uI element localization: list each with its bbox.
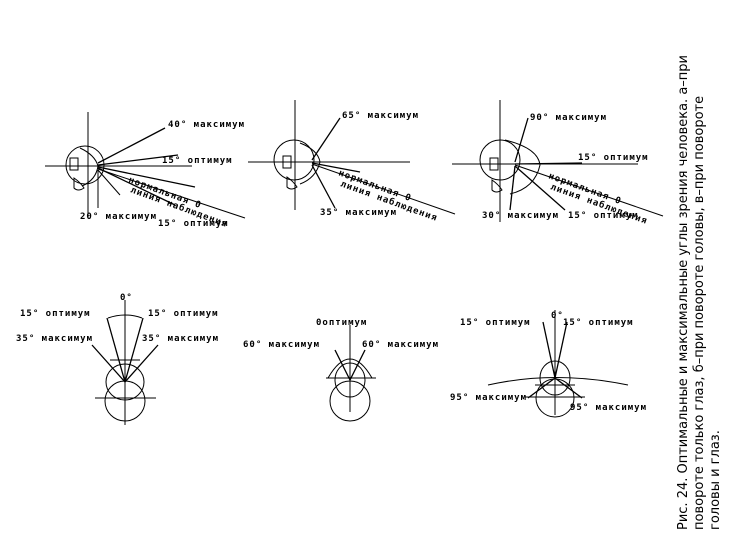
- caption-line-1: Рис. 24. Оптимальные и максимальные углы…: [676, 55, 691, 530]
- top-view-head-turn: 0оптимум 60° максимум 60° максимум: [243, 318, 439, 422]
- right-max-label: 35° максимум: [142, 334, 219, 344]
- top-view-head-and-eyes: 0° 15° оптимум 15° оптимум 95° максимум …: [450, 310, 647, 418]
- lower-max-label: 20° максимум: [80, 212, 157, 222]
- center-label: 0°: [551, 311, 564, 321]
- left-max-label: 35° максимум: [16, 334, 93, 344]
- side-view-head-and-eyes: 90° максимум 15° оптимум нормальная 0 ли…: [452, 100, 664, 227]
- caption-line-3: головы и глаз.: [708, 430, 723, 530]
- right-max-label: 95° максимум: [570, 403, 647, 413]
- top-view-eyes-only: 0° 15° оптимум 15° оптимум 35° максимум …: [16, 293, 219, 425]
- left-max-label: 95° максимум: [450, 393, 527, 403]
- lower-max-label: 30° максимум: [482, 211, 559, 221]
- center-label: 0°: [120, 293, 133, 303]
- right-opt-label: 15° оптимум: [148, 309, 219, 319]
- lower-opt-label: 15° оптимум: [568, 211, 639, 221]
- left-opt-label: 15° оптимум: [460, 318, 531, 328]
- lower-max-label: 35° максимум: [320, 208, 397, 218]
- side-view-head-turn: 65° максимум нормальная 0 линия наблюден…: [248, 100, 456, 224]
- caption-line-2: повороте только глаз, б–при повороте гол…: [692, 96, 707, 530]
- upper-max-label: 40° максимум: [168, 120, 245, 130]
- center-label: 0оптимум: [316, 318, 367, 328]
- upper-max-label: 90° максимум: [530, 113, 607, 123]
- left-opt-label: 15° оптимум: [20, 309, 91, 319]
- figure-caption: Рис. 24. Оптимальные и максимальные углы…: [676, 55, 723, 530]
- lower-opt-label: 15° оптимум: [158, 219, 229, 229]
- right-max-label: 60° максимум: [362, 340, 439, 350]
- upper-max-label: 65° максимум: [342, 111, 419, 121]
- right-opt-label: 15° оптимум: [563, 318, 634, 328]
- horizontal-opt-label: 15° оптимум: [578, 153, 649, 163]
- side-view-eyes-only: 40° максимум 15° оптимум нормальная 0 ли…: [45, 112, 246, 230]
- horizontal-opt-label: 15° оптимум: [162, 156, 233, 166]
- left-max-label: 60° максимум: [243, 340, 320, 350]
